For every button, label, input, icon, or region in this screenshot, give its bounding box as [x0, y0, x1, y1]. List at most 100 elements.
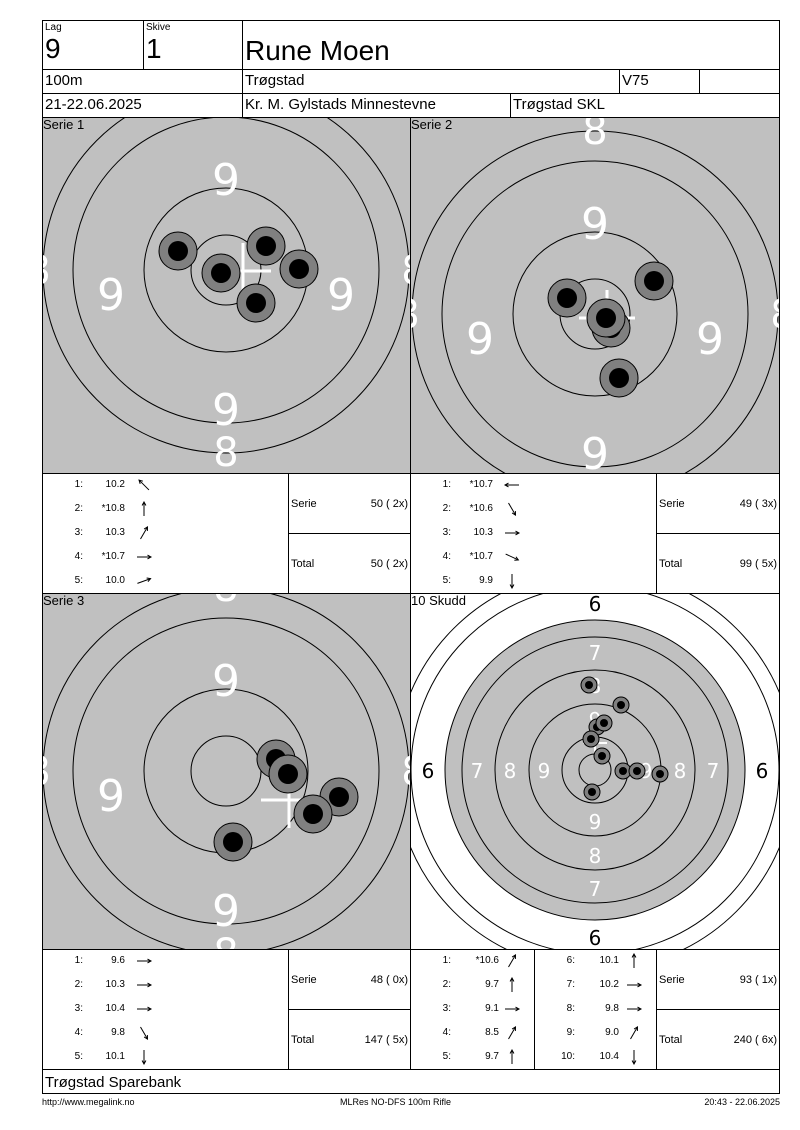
direction-arrow-icon	[627, 982, 643, 988]
direction-arrow-icon	[508, 954, 517, 968]
shot-score: 10.3	[105, 527, 125, 538]
shot-direction	[503, 501, 521, 518]
ten-shot-target: 666677778888999955	[411, 594, 779, 949]
serie-3-ring-label-9-1: 9	[212, 886, 240, 937]
shot-number: 3:	[442, 1003, 451, 1014]
shot-number: 2:	[74, 979, 83, 990]
serie-3-serie-value: 48 ( 0x)	[370, 974, 408, 986]
direction-arrow-icon	[508, 1026, 517, 1040]
ten-shot-label-7-3: 7	[707, 759, 720, 783]
ten-shot-total-label: Total	[659, 1034, 683, 1046]
shot-score: 9.0	[605, 1027, 619, 1038]
direction-arrow-icon	[631, 1050, 637, 1066]
shot-direction	[135, 549, 153, 566]
ten-shot-label-6-1: 6	[589, 926, 602, 949]
blank-cell	[699, 69, 780, 94]
direction-arrow-icon	[137, 577, 152, 584]
event-value: Kr. M. Gylstads Minnestevne	[245, 96, 436, 113]
shot-direction	[503, 953, 521, 970]
ten-shot-label-6-3: 6	[756, 759, 769, 783]
ten-shot-shot-core-5	[587, 735, 595, 743]
ten-shot-summary: Serie 93 ( 1x) Total 240 ( 6x)	[656, 949, 780, 1070]
shot-number: 8:	[566, 1003, 575, 1014]
serie-1-ring-label-8-1: 8	[213, 430, 238, 473]
serie-3-shot-core-4	[303, 804, 323, 824]
serie-1-shot-core-3	[289, 259, 309, 279]
direction-arrow-icon	[137, 982, 153, 988]
footer-url: http://www.megalink.no	[42, 1097, 135, 1107]
direction-arrow-icon	[137, 958, 153, 964]
ten-shot-label-6-2: 6	[422, 759, 435, 783]
serie-2-shot-core-5	[609, 368, 629, 388]
serie-1-ring-label-9-0: 9	[212, 155, 240, 206]
shot-score: *10.7	[469, 479, 493, 490]
shot-direction	[625, 977, 643, 994]
direction-arrow-icon	[140, 1026, 149, 1040]
shot-score: *10.6	[469, 503, 493, 514]
serie-2-ring-label-9-1: 9	[581, 429, 609, 473]
shot-score: 10.3	[105, 979, 125, 990]
serie-3-shot-core-2	[278, 764, 298, 784]
serie-2-ring-2	[512, 231, 678, 397]
serie-2-ring-1	[441, 160, 749, 468]
shot-direction	[503, 976, 521, 994]
serie-1-ring-1	[72, 118, 380, 424]
event-cell: Kr. M. Gylstads Minnestevne	[242, 93, 511, 118]
ten-shot-serie-value: 93 ( 1x)	[739, 974, 777, 986]
shot-direction	[503, 1048, 521, 1066]
place-value: Trøgstad	[245, 72, 305, 89]
shot-score: 10.4	[105, 1003, 125, 1014]
serie-1-shot-core-1	[168, 241, 188, 261]
shot-number: 5:	[74, 1051, 83, 1062]
ten-shot-black-area	[445, 620, 745, 920]
serie-2-serie-value: 49 ( 3x)	[739, 498, 777, 510]
serie-3-ring-label-8-1: 8	[213, 931, 238, 949]
serie-3-ring-label-8-0: 8	[213, 594, 238, 611]
serie-1-ring-label-8-3: 8	[401, 248, 410, 294]
shot-direction	[135, 573, 153, 590]
direction-arrow-icon	[631, 952, 637, 968]
footer-timestamp: 20:43 - 22.06.2025	[704, 1097, 780, 1107]
ten-shot-shot-core-2	[617, 701, 625, 709]
ten-shot-ring-4	[494, 669, 696, 871]
shot-direction	[135, 1025, 153, 1042]
shot-direction	[625, 1049, 643, 1066]
class-cell: V75	[619, 69, 700, 94]
skive-value: 1	[146, 33, 162, 64]
direction-arrow-icon	[141, 1050, 147, 1066]
serie-1-target: 88889999	[43, 118, 410, 473]
sponsor-text: Trøgstad Sparebank	[45, 1074, 182, 1091]
ten-shot-shot-core-7	[619, 767, 627, 775]
shot-direction	[503, 477, 521, 494]
direction-arrow-icon	[509, 1048, 515, 1064]
shot-number: 3:	[442, 527, 451, 538]
ten-shot-shot-core-1	[585, 681, 593, 689]
direction-arrow-icon	[509, 976, 515, 992]
shot-number: 5:	[442, 575, 451, 586]
serie-1-shot-core-2	[256, 236, 276, 256]
shot-score: 9.1	[485, 1003, 499, 1014]
shot-number: 2:	[442, 503, 451, 514]
shot-direction	[625, 952, 643, 970]
serie-2-shot-core-4	[596, 308, 616, 328]
shot-number: 2:	[74, 503, 83, 514]
ten-shot-label-9-1: 9	[589, 810, 602, 834]
direction-arrow-icon	[503, 482, 519, 488]
serie-1-ring-label-9-3: 9	[327, 270, 355, 321]
shot-score: 10.4	[599, 1051, 619, 1062]
direction-arrow-icon	[505, 1006, 521, 1012]
serie-3-shot-core-3	[329, 787, 349, 807]
shot-score: *10.6	[475, 955, 499, 966]
direction-arrow-icon	[508, 502, 517, 516]
shot-number: 3:	[74, 527, 83, 538]
ten-shot-total-value: 240 ( 6x)	[733, 1034, 777, 1046]
sponsor-cell: Trøgstad Sparebank	[42, 1069, 780, 1094]
direction-arrow-icon	[140, 526, 149, 540]
shot-direction	[503, 1025, 521, 1042]
ten-shot-label-8-3: 8	[674, 759, 687, 783]
shot-number: 9:	[566, 1027, 575, 1038]
shot-number: 1:	[442, 479, 451, 490]
